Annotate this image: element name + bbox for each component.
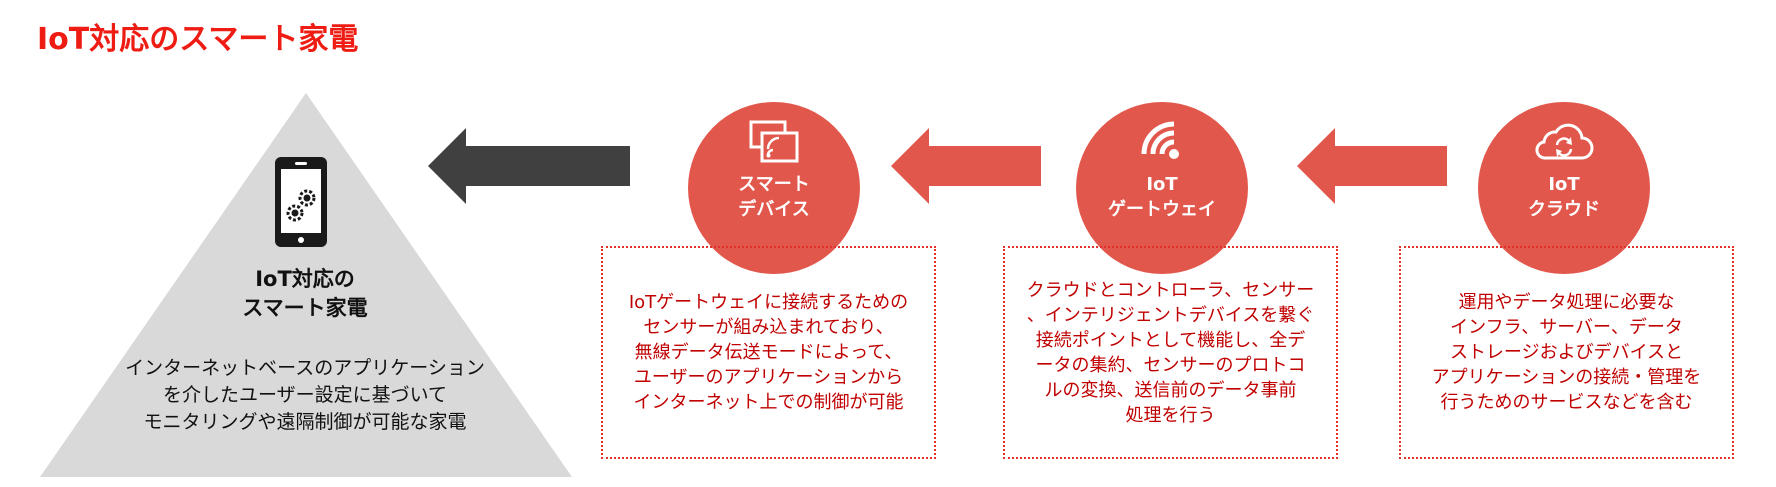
page-title: IoT対応のスマート家電 [37, 22, 359, 57]
node-label-line: ゲートウェイ [1108, 199, 1216, 220]
desc-line: インフラ、サーバー、データ [1450, 317, 1683, 338]
desc-line: 運用やデータ処理に必要な [1458, 292, 1675, 313]
node-iot-cloud: IoT クラウド [1478, 102, 1650, 274]
desc-box-iot-gateway: クラウドとコントローラ、センサー 、インテリジェントデバイスを繋ぐ 接続ポイント… [1003, 246, 1338, 459]
desc-line: ルの変換、送信前のデータ事前 [1044, 379, 1297, 401]
desc-text: 運用やデータ処理に必要な インフラ、サーバー、データ ストレージおよびデバイスと… [1422, 290, 1712, 415]
node-label: IoT ゲートウェイ [1076, 172, 1248, 222]
desc-line: アプリケーションの接続・管理を [1431, 367, 1702, 388]
desc-line: 行うためのサービスなどを含む [1440, 392, 1693, 413]
pyramid-description: インターネットベースのアプリケーション を介したユーザー設定に基づいて モニタリ… [95, 355, 515, 436]
desc-line: ストレージおよびデバイスと [1449, 342, 1684, 363]
desc-line: 無線データ伝送モードによって、 [634, 342, 903, 363]
desc-line: 接続ポイントとして機能し、全デ [1035, 329, 1306, 351]
desc-text: クラウドとコントローラ、センサー 、インテリジェントデバイスを繋ぐ 接続ポイント… [1017, 278, 1325, 428]
node-label-line: スマート [738, 174, 810, 195]
node-label: スマート デバイス [688, 172, 860, 222]
node-label-line: IoT [1548, 174, 1580, 195]
pyramid-title-line: スマート家電 [242, 296, 368, 320]
smartphone-gears-icon [275, 157, 327, 247]
pyramid-desc-line: を介したユーザー設定に基づいて [162, 384, 448, 406]
desc-line: クラウドとコントローラ、センサー [1026, 279, 1315, 301]
pyramid-title-line: IoT対応の [255, 267, 355, 291]
node-label: IoT クラウド [1478, 172, 1650, 222]
pyramid-title: IoT対応の スマート家電 [150, 265, 460, 323]
desc-line: ユーザーのアプリケーションから [633, 367, 904, 388]
main-arrow [428, 128, 630, 204]
cloud-sync-icon [1535, 123, 1594, 160]
pyramid-desc-line: モニタリングや遠隔制御が可能な家電 [143, 411, 467, 433]
node-label-line: IoT [1146, 174, 1178, 195]
desc-line: インターネット上での制御が可能 [633, 392, 904, 413]
cast-screen-icon [749, 120, 799, 163]
node-iot-gateway: IoT ゲートウェイ [1076, 102, 1248, 274]
desc-box-iot-cloud: 運用やデータ処理に必要な インフラ、サーバー、データ ストレージおよびデバイスと… [1399, 246, 1734, 459]
desc-line: センサーが組み込まれており、 [643, 317, 894, 338]
wifi-icon [1141, 121, 1179, 159]
node-label-line: クラウド [1528, 199, 1600, 220]
node-smart-device: スマート デバイス [688, 102, 860, 274]
flow-arrow-gateway-to-device [891, 128, 1041, 204]
pyramid-desc-line: インターネットベースのアプリケーション [125, 357, 485, 379]
node-label-line: デバイス [738, 199, 810, 220]
desc-box-smart-device: IoTゲートウェイに接続するための センサーが組み込まれており、 無線データ伝送… [601, 246, 936, 459]
desc-line: 処理を行う [1125, 404, 1216, 426]
desc-line: IoTゲートウェイに接続するための [628, 292, 909, 313]
desc-line: 、インテリジェントデバイスを繋ぐ [1026, 304, 1315, 326]
desc-line: ータの集約、センサーのプロトコ [1035, 354, 1306, 376]
desc-text: IoTゲートウェイに接続するための センサーが組み込まれており、 無線データ伝送… [619, 290, 918, 415]
flow-arrow-cloud-to-gateway [1297, 128, 1447, 204]
pyramid-shape [40, 93, 572, 477]
